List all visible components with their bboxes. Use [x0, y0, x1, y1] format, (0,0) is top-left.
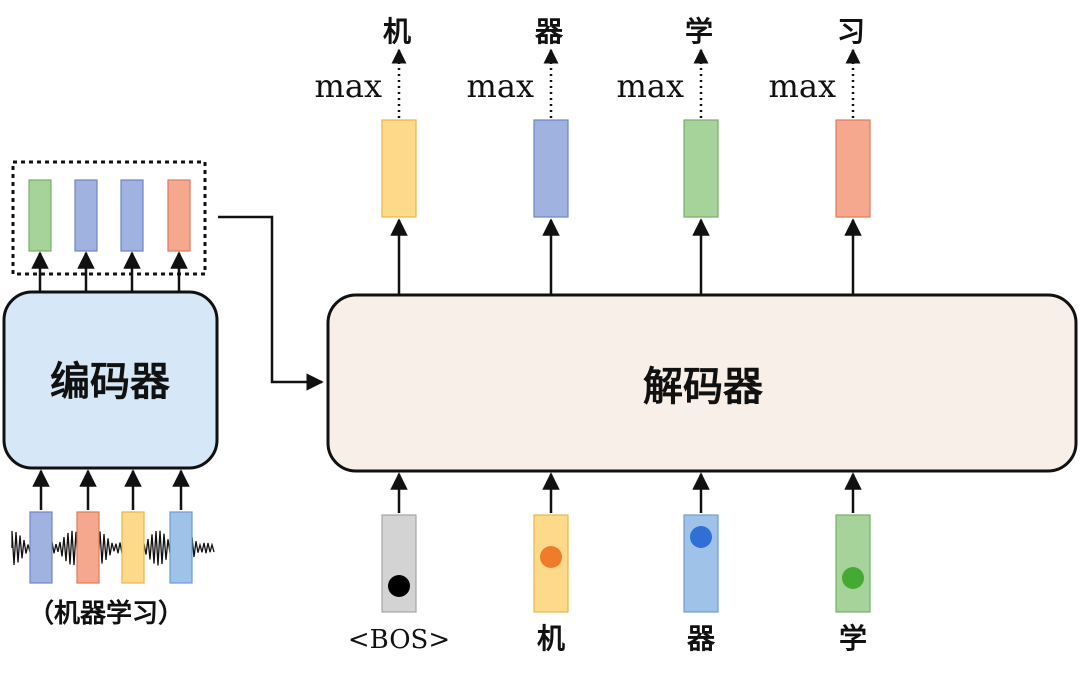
encoder-output-vector	[28, 179, 52, 252]
output-char: 习	[837, 15, 865, 48]
max-op-label: max	[769, 67, 836, 105]
encoder-input-vector	[29, 511, 53, 584]
decoder-input-vector	[381, 514, 417, 613]
max-op-label: max	[467, 67, 534, 105]
decoder-input-dot	[690, 526, 712, 548]
encoder-box	[2, 290, 219, 470]
context-dashed-box	[11, 160, 207, 276]
output-char: 机	[383, 15, 411, 48]
decoder-label: 解码器	[643, 364, 764, 410]
encoder-input-vector	[76, 511, 100, 584]
encoder-input-vector	[121, 511, 145, 584]
decoder-input-label: 机	[537, 622, 565, 655]
encoder-input-caption: （机器学习）	[28, 598, 184, 629]
output-char: 学	[685, 15, 713, 48]
decoder-input-dot	[388, 575, 410, 597]
context-to-decoder-connector	[218, 215, 324, 391]
encoder-output-vector	[74, 179, 98, 252]
decoder-input-dot	[540, 546, 562, 568]
decoder-output-vector	[835, 119, 871, 218]
encoder-output-vector	[167, 179, 191, 252]
decoder-output-vector	[533, 119, 569, 218]
output-char: 器	[534, 15, 564, 48]
max-op-label: max	[617, 67, 684, 105]
encoder-output-vector	[120, 179, 144, 252]
decoder-input-label: 学	[839, 622, 867, 655]
decoder-input-vector	[683, 514, 719, 613]
decoder-output-vector	[683, 119, 719, 218]
decoder-input-dot	[842, 567, 864, 589]
encoder-label: 编码器	[50, 359, 171, 405]
decoder-input-label: 器	[686, 622, 716, 655]
decoder-output-vector	[381, 119, 417, 218]
decoder-input-vector	[835, 514, 871, 613]
decoder-input-label: <BOS>	[348, 625, 450, 655]
max-op-label: max	[315, 67, 382, 105]
encoder-input-vector	[169, 511, 193, 584]
